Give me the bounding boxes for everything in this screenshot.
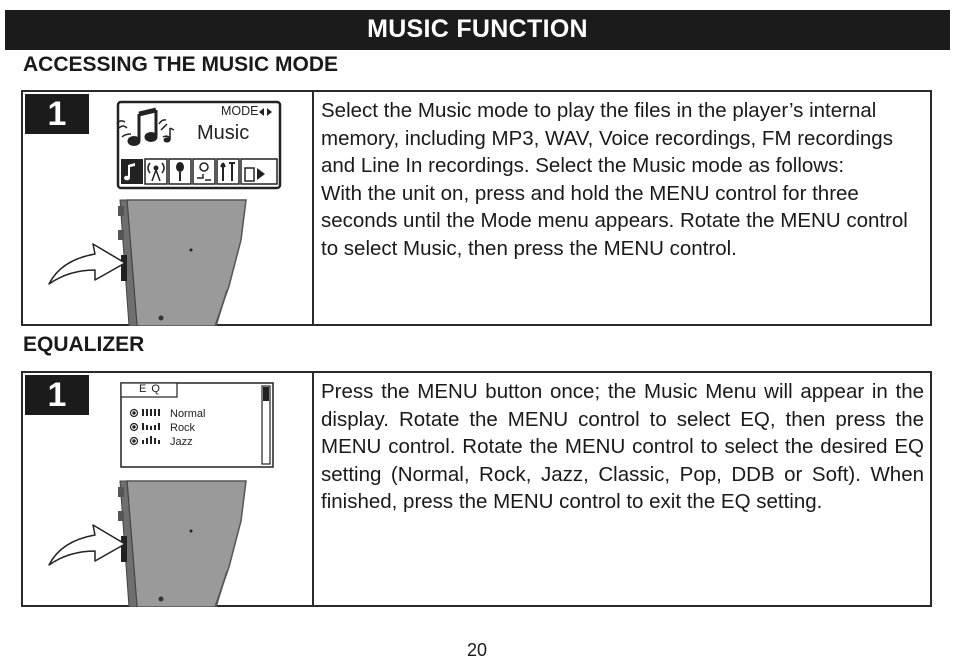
step-illustration-panel: 1 [23, 92, 314, 326]
pointer-arrow-icon [48, 524, 126, 566]
microphone-icon [168, 158, 192, 185]
music-notes-icon [116, 107, 175, 146]
settings-tools-icon [216, 158, 240, 185]
step-box-music-mode: 1 [21, 90, 932, 326]
device-body [118, 199, 247, 326]
device-body [118, 480, 247, 607]
lcd-mode-label: MODE [221, 104, 259, 118]
pointer-arrow-icon [48, 243, 126, 285]
page-title: MUSIC FUNCTION [5, 10, 950, 50]
radio-tower-icon [144, 158, 168, 185]
lcd-screen [120, 382, 274, 468]
section-heading-music-mode: ACCESSING THE MUSIC MODE [23, 53, 339, 76]
line-in-icon [192, 158, 216, 185]
radio-bullet-icon [129, 408, 139, 446]
exit-icon [240, 158, 278, 185]
player-illustration [48, 382, 274, 607]
mode-arrows-icon [259, 108, 272, 116]
eq-bars-normal-icon [142, 409, 160, 416]
instruction-paragraph: With the unit on, press and hold the MEN… [321, 181, 908, 260]
player-illustration [48, 100, 282, 326]
step-instructions: Select the Music mode to play the files … [321, 97, 924, 262]
step-illustration-panel: 1 [23, 373, 314, 607]
eq-option-jazz: Jazz [170, 436, 193, 448]
music-note-icon [121, 159, 143, 184]
step-number: 1 [25, 94, 89, 134]
scroll-track [261, 385, 271, 465]
section-heading-equalizer: EQUALIZER [23, 333, 145, 356]
page-number: 20 [466, 640, 488, 660]
eq-bars-rock-icon [142, 423, 160, 430]
lcd-screen [116, 100, 282, 190]
lcd-mode-value: Music [197, 122, 250, 144]
instruction-paragraph: Select the Music mode to play the files … [321, 99, 893, 177]
step-instructions: Press the MENU button once; the Music Me… [321, 378, 924, 516]
step-number: 1 [25, 375, 89, 415]
scroll-thumb [263, 387, 269, 401]
eq-option-normal: Normal [170, 408, 206, 420]
lcd-eq-header: E Q [139, 383, 161, 395]
mode-icon-bar [121, 158, 278, 185]
menu-control [121, 536, 127, 562]
instruction-paragraph: Press the MENU button once; the Music Me… [321, 380, 924, 513]
menu-control [121, 255, 127, 281]
eq-option-rock: Rock [170, 422, 196, 434]
eq-bars-jazz-icon [142, 436, 160, 444]
step-box-equalizer: 1 [21, 371, 932, 607]
